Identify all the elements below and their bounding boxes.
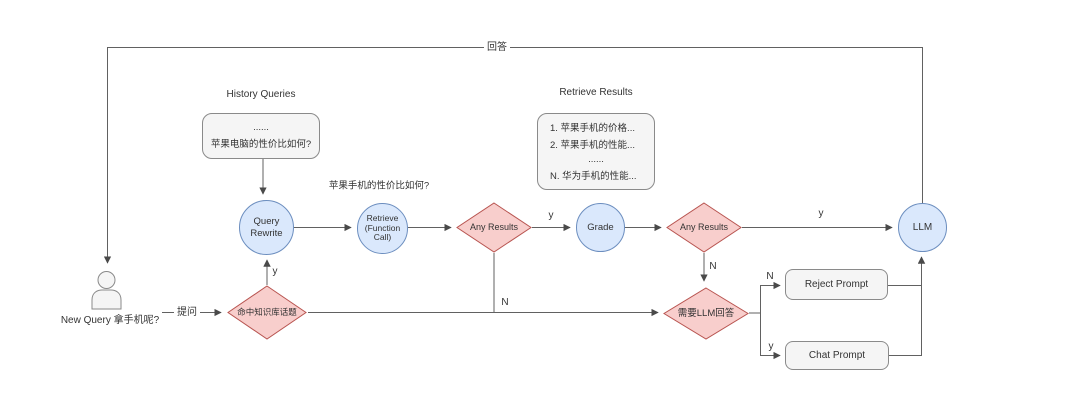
- retrieve-results-list: 1. 苹果手机的价格... 2. 苹果手机的性能... ...... N. 华为…: [540, 120, 652, 182]
- hit-topic-label: 命中知识库话题: [237, 307, 297, 318]
- diamond-shape: [456, 202, 532, 253]
- retrieve-result-item: 1. 苹果手机的价格...: [550, 123, 635, 134]
- hit-topic-decision: 命中知识库话题: [227, 285, 307, 340]
- reject-prompt-box: Reject Prompt: [785, 269, 888, 300]
- diamond-shape: [663, 287, 749, 340]
- edge-label-rewritten-query: 苹果手机的性价比如何?: [328, 180, 430, 192]
- edge-need-llm-yes-to-chat: [760, 313, 781, 360]
- retrieve-label: Retrieve (Function Call): [364, 212, 401, 243]
- new-query-label: New Query 拿手机呢?: [60, 315, 160, 326]
- grade-node: Grade: [576, 203, 625, 252]
- edge-chat-rail-to-llm: [889, 256, 926, 356]
- user-icon: [91, 271, 122, 310]
- chat-prompt-label: Chat Prompt: [808, 350, 866, 361]
- reject-prompt-label: Reject Prompt: [804, 279, 869, 290]
- llm-node: LLM: [898, 203, 947, 252]
- retrieve-result-item: ......: [588, 154, 604, 165]
- chat-prompt-box: Chat Prompt: [785, 341, 889, 370]
- edge-label-any-results-2-yes: y: [818, 208, 824, 219]
- edge-label-any-results-1-yes: y: [548, 210, 554, 221]
- query-rewrite-node: Query Rewrite: [239, 200, 294, 255]
- edge-label-need-llm-yes: y: [768, 341, 774, 352]
- retrieve-result-item: N. 华为手机的性能...: [550, 171, 637, 182]
- history-item-query: 苹果电脑的性价比如何?: [210, 139, 312, 150]
- diamond-shape: [227, 285, 307, 340]
- edge-label-answer: 回答: [484, 41, 510, 54]
- diamond-shape: [666, 202, 742, 253]
- edge-label-ask: 提问: [174, 306, 200, 319]
- retrieve-results-title: Retrieve Results: [559, 87, 633, 98]
- edge-label-any-results-1-no: N: [501, 297, 509, 308]
- edge-llm-answer-to-user: [103, 47, 923, 264]
- any-results-1-label: Any Results: [469, 222, 519, 233]
- edge-label-hit-topic-yes: y: [272, 266, 278, 277]
- any-results-1-decision: Any Results: [456, 202, 532, 253]
- need-llm-label: 需要LLM回答: [677, 307, 735, 319]
- retrieve-results-box: [537, 113, 655, 190]
- edge-need-llm-no-to-reject: [760, 281, 781, 313]
- any-results-2-label: Any Results: [679, 222, 729, 233]
- history-queries-box: ...... 苹果电脑的性价比如何?: [202, 113, 320, 159]
- history-item-ellipsis: ......: [253, 122, 269, 133]
- need-llm-decision: 需要LLM回答: [663, 287, 749, 340]
- history-queries-title: History Queries: [226, 89, 296, 100]
- retrieve-node: Retrieve (Function Call): [357, 203, 408, 254]
- grade-label: Grade: [587, 221, 614, 233]
- edge-label-any-results-2-no: N: [709, 261, 717, 272]
- edge-label-need-llm-no: N: [766, 271, 774, 282]
- retrieve-result-item: 2. 苹果手机的性能...: [550, 140, 635, 151]
- query-rewrite-label: Query Rewrite: [250, 216, 283, 239]
- any-results-2-decision: Any Results: [666, 202, 742, 253]
- llm-label: LLM: [912, 221, 933, 233]
